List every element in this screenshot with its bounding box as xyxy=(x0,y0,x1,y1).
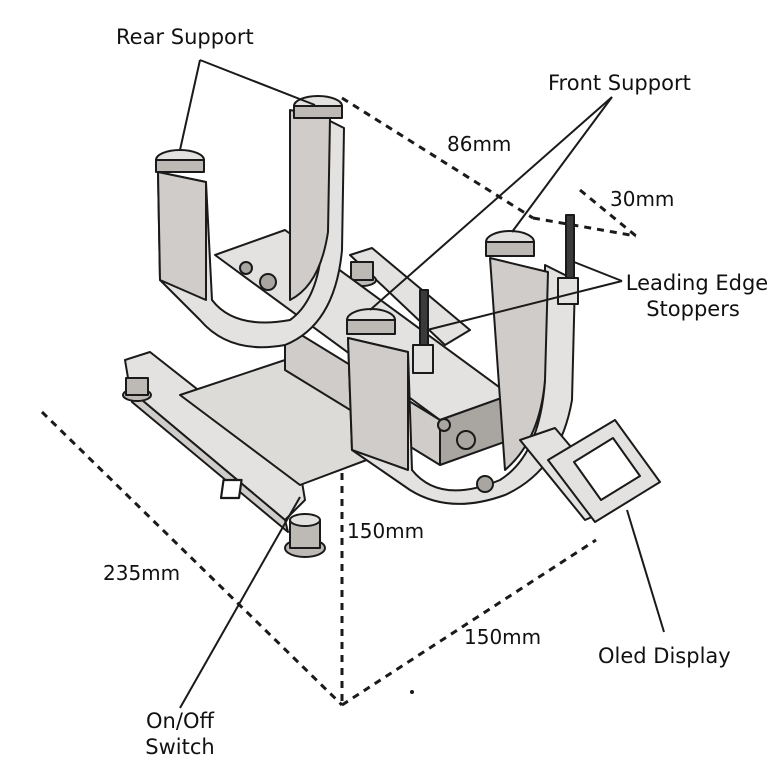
oled-display-unit xyxy=(519,419,661,523)
callout-lines xyxy=(179,59,665,709)
dimension-235mm: 235mm xyxy=(103,561,181,585)
dimension-86mm: 86mm xyxy=(447,132,512,156)
leading-edge-stoppers-label: Leading Edge Stoppers xyxy=(622,270,772,322)
rear-support xyxy=(155,95,345,349)
callout-front-left xyxy=(369,96,613,311)
callout-stopper-right xyxy=(573,261,623,282)
base-frame xyxy=(122,247,471,558)
dimension-150mm-height: 150mm xyxy=(347,519,425,543)
foot-front-left xyxy=(284,513,326,558)
callout-stopper-left xyxy=(426,280,623,331)
leading-edge-line1: Leading Edge xyxy=(625,271,769,295)
stopper-pin-right xyxy=(565,214,575,286)
dim-line-235mm xyxy=(40,410,344,707)
callout-rear-right xyxy=(199,59,316,106)
callout-rear-left xyxy=(179,59,201,151)
dimension-lines xyxy=(40,96,637,707)
dim-line-86mm xyxy=(341,96,534,220)
callout-oled xyxy=(626,509,665,633)
callout-front-right xyxy=(511,96,613,233)
foot-rear-left xyxy=(122,377,152,402)
callout-switch xyxy=(179,496,301,709)
stray-dot xyxy=(410,690,414,694)
right-rail xyxy=(349,247,471,346)
onoff-switch-label: On/Off Switch xyxy=(128,708,232,760)
onoff-line2: Switch xyxy=(145,735,215,759)
dim-line-150mm-base xyxy=(341,538,597,707)
oled-display-label: Oled Display xyxy=(598,644,731,668)
rear-support-label: Rear Support xyxy=(116,25,254,49)
front-support-label: Front Support xyxy=(548,71,691,95)
dim-line-30mm-link xyxy=(532,216,637,238)
leading-edge-line2: Stoppers xyxy=(646,297,740,321)
dimension-150mm-width: 150mm xyxy=(464,625,542,649)
power-switch xyxy=(219,478,243,500)
dimension-30mm: 30mm xyxy=(610,187,675,211)
onoff-line1: On/Off xyxy=(146,709,214,733)
